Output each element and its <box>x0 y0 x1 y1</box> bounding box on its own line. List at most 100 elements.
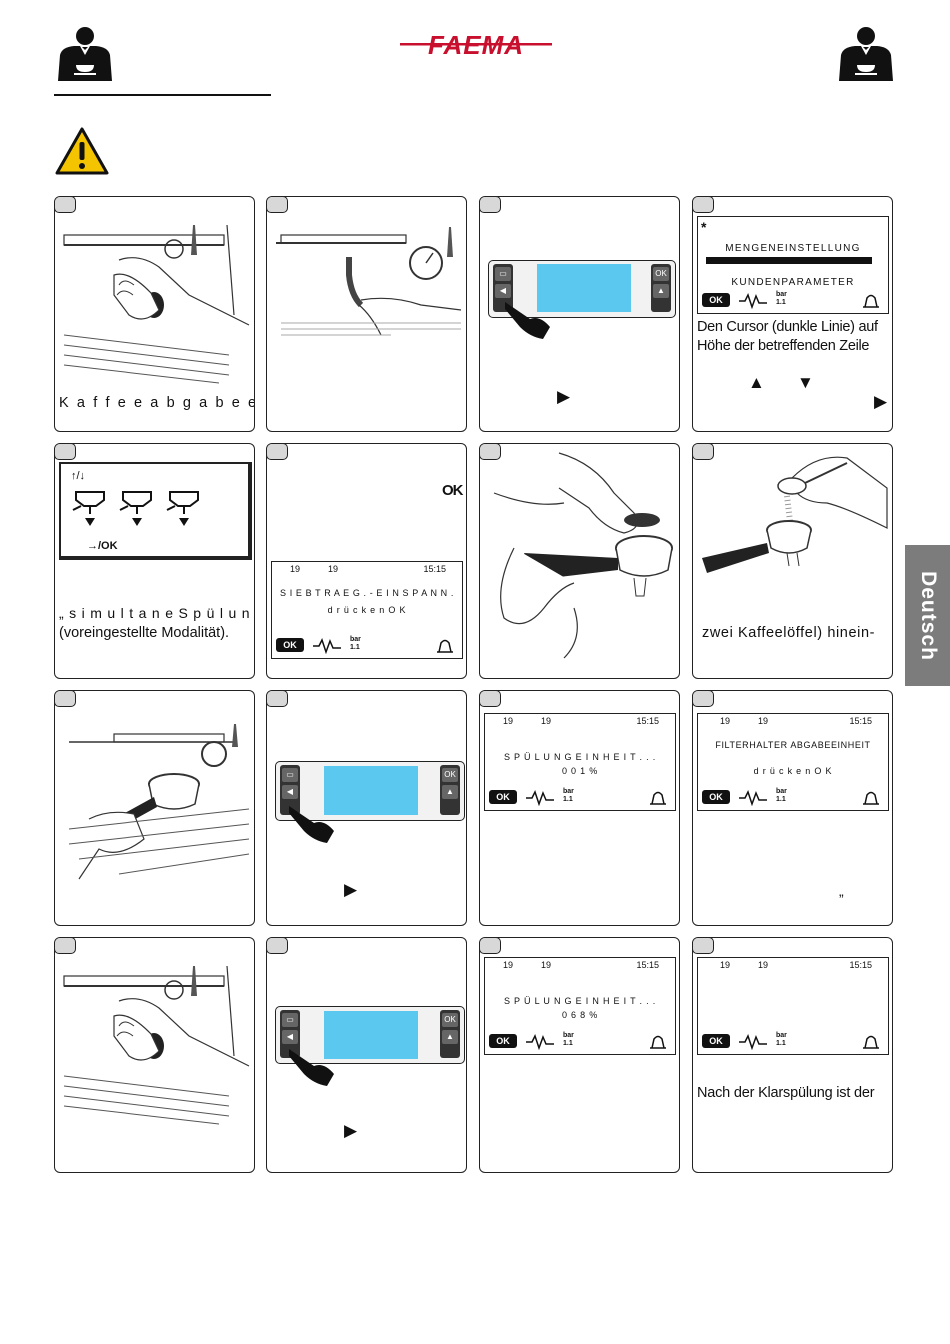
pulse-icon <box>526 1034 554 1050</box>
step-caption: K a f f e e a b g a b e e i n h e i t <box>59 395 254 411</box>
lcd-screen-rinse: 19 19 15:15 S P Ü L U N G E I N H E I T … <box>484 713 676 811</box>
star-marker: * <box>701 219 707 235</box>
right-button-column: OK ▲ <box>440 1010 460 1058</box>
lcd-date-2: 19 <box>758 716 769 726</box>
step-panel-1: K a f f e e a b g a b e e i n h e i t <box>54 196 255 432</box>
up-button[interactable]: ▲ <box>442 785 458 799</box>
display-screen <box>324 1011 418 1059</box>
display-screen <box>324 766 418 815</box>
lcd-date-1: 19 <box>720 716 731 726</box>
step-number-badge <box>267 444 288 460</box>
ok-icon: OK <box>276 638 304 652</box>
step-panel-15: 19 19 15:15 S P Ü L U N G E I N H E I T … <box>479 937 680 1173</box>
pulse-icon <box>526 790 554 806</box>
lcd-screen-mode: ↑/↓ →/OK <box>59 462 252 560</box>
ok-icon: OK <box>489 1034 517 1048</box>
step-number-badge <box>267 691 288 707</box>
pressing-hand-icon <box>505 302 550 339</box>
lcd-date-2: 19 <box>541 960 552 970</box>
step-number-badge <box>267 197 288 213</box>
ok-icon: OK <box>702 790 730 804</box>
up-button[interactable]: ▲ <box>442 1030 458 1044</box>
right-button-column: OK ▲ <box>651 264 671 312</box>
left-button[interactable]: ◀ <box>495 284 511 298</box>
lcd-screen-rinse: 19 19 15:15 S P Ü L U N G E I N H E I T … <box>484 957 676 1055</box>
machine-unlock-illustration <box>63 224 250 384</box>
updown-hint: ↑/↓ <box>71 470 86 482</box>
lcd-message-2: d r ü c k e n O K <box>753 766 833 776</box>
bell-icon <box>863 1035 879 1049</box>
waiter-logo-left-icon <box>58 27 112 81</box>
language-tab-label: Deutsch <box>916 570 940 661</box>
lcd-line-2: KUNDENPARAMETER <box>731 277 855 288</box>
menu-button[interactable]: ▭ <box>282 1013 298 1027</box>
step-number-badge <box>55 444 76 460</box>
step-number-badge <box>693 197 714 213</box>
bell-icon <box>437 639 453 653</box>
right-arrow-icon: ▶ <box>344 1121 358 1140</box>
step-panel-5: ↑/↓ →/OK „ s i m u l t a n e S p ü l u n… <box>54 443 255 679</box>
step-panel-8: zwei Kaffeelöffel) hinein- <box>692 443 893 679</box>
lcd-date-1: 19 <box>290 564 301 574</box>
attach-filter-illustration <box>68 724 250 880</box>
step-panel-9 <box>54 690 255 926</box>
menu-button[interactable]: ▭ <box>282 768 298 782</box>
up-arrow-icon: ▲ <box>748 373 765 392</box>
lcd-date-1: 19 <box>503 716 514 726</box>
waiter-logo-right-icon <box>839 27 893 81</box>
step-panel-10: ▭◀ OK▲ ▶ <box>266 690 467 926</box>
lcd-message-1: FILTERHALTER ABGABEEINHEIT <box>715 740 871 750</box>
ok-button[interactable]: OK <box>442 768 458 782</box>
bell-icon <box>650 1035 666 1049</box>
left-button[interactable]: ◀ <box>282 1030 298 1044</box>
closing-quote: ” <box>839 891 844 907</box>
lcd-message-1: S I E B T R A E G . - E I N S P A N N . <box>280 588 454 598</box>
lcd-screen-filter: 19 19 15:15 FILTERHALTER ABGABEEINHEIT d… <box>697 713 889 811</box>
up-button[interactable]: ▲ <box>653 284 669 298</box>
pulse-icon <box>739 1034 767 1050</box>
display-screen <box>537 264 631 312</box>
ok-icon: OK <box>702 1034 730 1048</box>
left-button[interactable]: ◀ <box>282 785 298 799</box>
left-button-column: ▭◀ <box>280 1010 300 1058</box>
step-panel-6: OK 19 19 15:15 S I E B T R A E G . - E I… <box>266 443 467 679</box>
group-heads-icon <box>72 491 199 526</box>
step-panel-3: ▭◀ OK▲ ▶ <box>479 196 680 432</box>
portafilter-remove-illustration <box>276 227 462 336</box>
step-number-badge <box>55 197 76 213</box>
pressing-hand-icon <box>289 806 334 843</box>
step-panel-2 <box>266 196 467 432</box>
bell-icon <box>863 791 879 805</box>
warning-icon <box>55 127 109 175</box>
right-button-column: OK ▲ <box>440 765 460 815</box>
ok-icon: OK <box>489 790 517 804</box>
lcd-time: 15:15 <box>636 960 659 970</box>
pulse-icon <box>739 293 767 309</box>
step-caption: zwei Kaffeelöffel) hinein- <box>702 625 876 641</box>
control-panel: ▭◀ OK▲ <box>275 1006 465 1064</box>
menu-button[interactable]: ▭ <box>495 267 511 281</box>
step-caption: Nach der Klarspülung ist der <box>697 1085 875 1101</box>
control-panel: ▭ ◀ OK ▲ <box>275 761 465 821</box>
right-arrow-icon: ▶ <box>874 392 888 411</box>
ok-button[interactable]: OK <box>653 267 669 281</box>
lcd-time: 15:15 <box>849 960 872 970</box>
lcd-date-1: 19 <box>720 960 731 970</box>
dose-coffee-illustration <box>702 456 888 573</box>
ok-button[interactable]: OK <box>442 1013 458 1027</box>
control-panel: ▭ ◀ OK ▲ <box>488 260 676 318</box>
header-rule <box>54 94 271 96</box>
lcd-progress: 0 6 8 % <box>561 1010 599 1020</box>
step-number-badge <box>693 691 714 707</box>
step-number-badge <box>55 691 76 707</box>
lcd-line-1: MENGENEINSTELLUNG <box>725 243 861 254</box>
